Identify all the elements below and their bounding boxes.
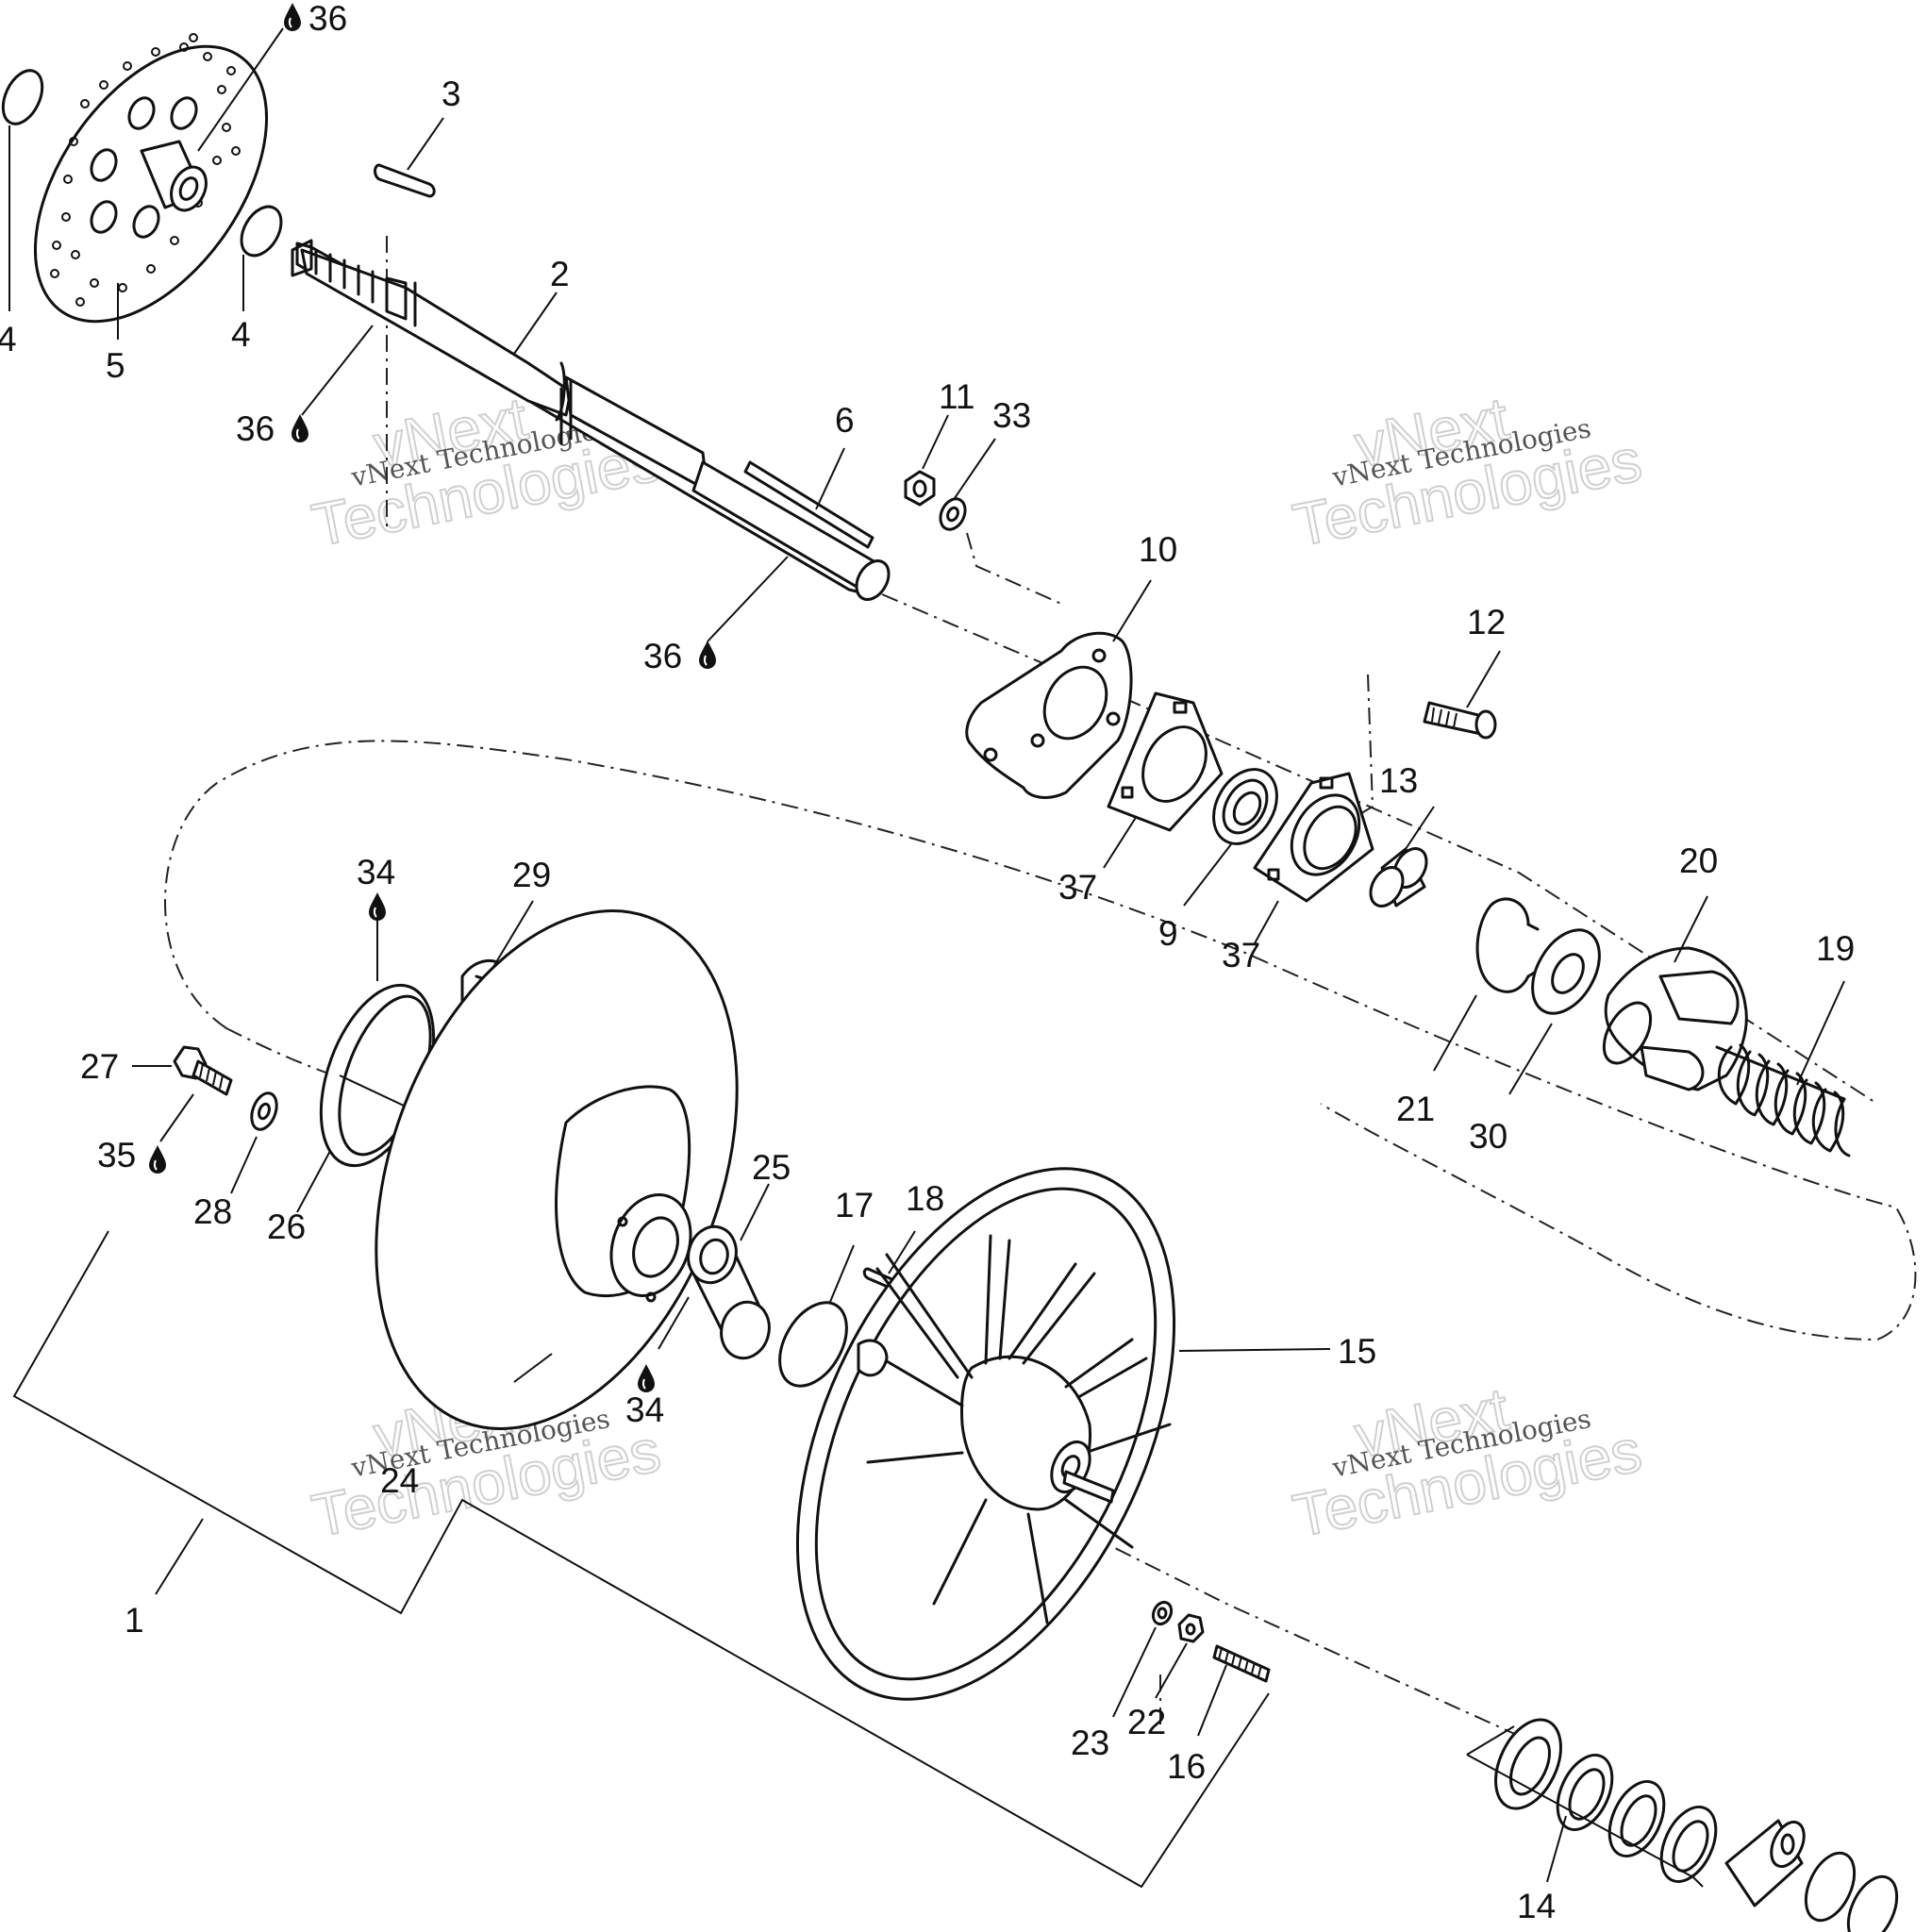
callout-35: 35 [97,1136,136,1174]
washer-28 [230,1091,278,1194]
callout-37-right: 37 [1222,936,1260,974]
droplet-icon [291,413,309,443]
watermark-bottom-right: vNext Technologies vNext Technologies [1287,1374,1647,1551]
circlip-21 [1433,897,1540,1072]
callout-2: 2 [550,255,570,293]
fixed-sheave-disc [33,27,284,340]
callout-36-mid: 36 [236,409,275,448]
shim-set-14 [1466,1718,1899,1932]
bearing-flange-front [1103,691,1224,869]
callout-labels: 1 2 3 4 4 5 6 9 10 11 12 13 14 15 16 17 … [0,0,1855,1925]
callout-29: 29 [512,856,551,894]
watermark-top-right: vNext Technologies vNext Technologies [1287,383,1647,560]
callout-34-top: 34 [357,853,395,891]
callout-37-left: 37 [1058,868,1097,907]
callout-30: 30 [1469,1117,1507,1156]
bearing-9 [1183,768,1278,907]
callout-20: 20 [1679,841,1718,880]
bushing-25 [658,1183,771,1360]
bolt-27 [132,1045,233,1142]
droplet-icon [698,640,717,670]
callout-26: 26 [267,1208,306,1246]
callout-23: 23 [1071,1724,1109,1762]
ring-17 [778,1244,855,1388]
callout-34-bottom: 34 [625,1391,664,1429]
callout-12: 12 [1467,603,1506,641]
o-ring-shaft [240,205,283,311]
droplet-icon [148,1144,167,1174]
callout-17: 17 [835,1186,874,1224]
callout-15: 15 [1338,1332,1376,1371]
fixed-sheave-15 [795,1167,1331,1701]
callout-5: 5 [106,346,125,385]
assembly-bracket-1 [12,1230,1270,1889]
callout-22: 22 [1127,1703,1166,1741]
callout-6: 6 [835,401,855,440]
washer-23 [1112,1600,1174,1718]
cam-20 [1602,895,1748,1091]
set-screw-16 [1197,1644,1271,1737]
callout-25: 25 [752,1148,791,1187]
o-ring-left [1,69,44,311]
droplet-icon [283,2,302,32]
callout-13: 13 [1379,761,1418,800]
callout-24: 24 [380,1461,419,1500]
callout-28: 28 [193,1192,232,1231]
screw-12 [1423,650,1501,740]
nut-22 [1155,1613,1205,1699]
woodruff-key [374,117,444,198]
callout-36-shaft: 36 [643,637,682,675]
callout-9: 9 [1158,914,1178,953]
callout-11: 11 [939,377,974,416]
callout-4-left: 4 [0,320,17,358]
drive-shaft [291,239,891,642]
droplet-icon [637,1363,656,1393]
nut-washer-11-33 [904,414,996,531]
callout-4: 4 [231,315,251,354]
bushing-13 [1369,806,1435,908]
watermark-top-left: vNext Technologies vNext Technologies [306,383,666,560]
movable-sheave-24 [375,909,739,1430]
callout-21: 21 [1396,1090,1435,1128]
callout-36-top: 36 [308,0,347,38]
callout-3: 3 [441,75,461,113]
bearing-flange-rear [1253,772,1374,944]
callout-19: 19 [1816,929,1855,968]
bearing-support-plate [965,579,1152,799]
callout-10: 10 [1139,530,1177,569]
callout-33: 33 [992,396,1031,435]
droplet-icon [368,891,387,922]
callout-14: 14 [1517,1887,1556,1925]
washer-30 [1508,928,1601,1095]
spring-19 [1715,980,1851,1158]
callout-18: 18 [906,1179,944,1218]
callout-27: 27 [80,1047,119,1086]
callout-1: 1 [125,1601,144,1640]
callout-16: 16 [1167,1747,1206,1786]
